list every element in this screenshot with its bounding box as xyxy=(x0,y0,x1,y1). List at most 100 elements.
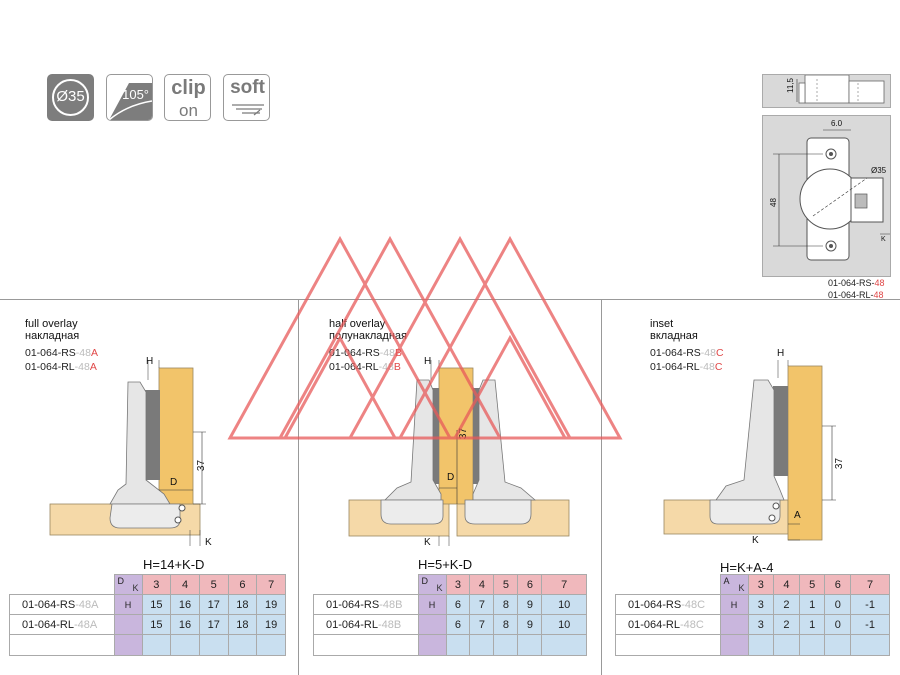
table-cell: 9 xyxy=(517,594,543,615)
table-full-overlay: D K 3 4 5 6 7 01-064-RS-48A H 15 16 17 1… xyxy=(9,574,286,656)
panel1-code-rs: 01-064-RS-48A xyxy=(25,347,98,359)
table-cell: 0 xyxy=(824,594,852,615)
k-header: 7 xyxy=(541,574,587,595)
panel3-code-rl: 01-064-RL-48C xyxy=(650,361,723,373)
soft-close-badge: soft xyxy=(223,74,270,121)
k-header: 4 xyxy=(773,574,800,595)
soft-close-icon xyxy=(232,104,264,116)
k-header: 3 xyxy=(141,574,172,595)
dim-h: H xyxy=(424,356,432,367)
table-row-label: 01-064-RS-48C xyxy=(615,594,721,615)
table-cell: -1 xyxy=(850,614,890,635)
h-label: H xyxy=(113,594,143,615)
table-cell: 7 xyxy=(469,594,495,615)
corner-cell: D K xyxy=(417,574,447,595)
dim-11-5: 11,5 xyxy=(785,78,795,93)
dim-48: 48 xyxy=(768,198,778,207)
corner-cell: D K xyxy=(113,574,143,595)
dim-d35: Ø35 xyxy=(871,166,887,175)
table-cell: 8 xyxy=(493,614,519,635)
panel2-code-rs: 01-064-RS-48B xyxy=(329,347,402,359)
table-cell: 3 xyxy=(747,614,775,635)
table-cell: 17 xyxy=(198,614,229,635)
panel-title-full-overlay: full overlay xyxy=(25,318,78,330)
clip-on-badge: clip on xyxy=(164,74,211,121)
table-half-overlay: D K 3 4 5 6 7 01-064-RS-48B H 6 7 8 9 10… xyxy=(313,574,587,656)
hinge-cup-front-view: 6.0 48 Ø35 K xyxy=(762,115,891,277)
k-header: 6 xyxy=(227,574,258,595)
dim-37: 37 xyxy=(458,427,470,440)
k-header: 7 xyxy=(256,574,286,595)
formula-full-overlay: H=14+K-D xyxy=(143,557,205,572)
table-cell: 17 xyxy=(198,594,229,615)
panel-title-inset: inset xyxy=(650,318,674,330)
corner-cell: A K xyxy=(719,574,749,595)
dim-h: H xyxy=(777,348,785,359)
spec-code-rl: 01-064-RL-48 xyxy=(828,290,884,300)
table-row-label: 01-064-RL-48B xyxy=(313,614,419,635)
dim-k: K xyxy=(424,537,431,548)
table-cell: 15 xyxy=(141,614,172,635)
k-header: 5 xyxy=(493,574,519,595)
clip-label: clip xyxy=(171,77,206,99)
section-rule xyxy=(0,299,900,300)
diameter-35-badge: Ø35 xyxy=(47,74,94,121)
k-header: 5 xyxy=(198,574,229,595)
panel-subtitle-half-overlay: полунакладная xyxy=(329,330,407,342)
table-cell: 2 xyxy=(773,594,800,615)
panel3-code-rs: 01-064-RS-48C xyxy=(650,347,724,359)
table-row-label: 01-064-RS-48A xyxy=(9,594,115,615)
formula-inset: H=K+A-4 xyxy=(720,560,774,575)
k-header: 6 xyxy=(517,574,543,595)
table-cell: 10 xyxy=(541,614,587,635)
dim-k: K xyxy=(881,236,886,243)
inset-diagram xyxy=(663,360,836,541)
table-cell: 18 xyxy=(227,594,258,615)
table-row-label: 01-064-RL-48A xyxy=(9,614,115,635)
on-label: on xyxy=(179,101,198,120)
k-header: 3 xyxy=(747,574,775,595)
dim-k: K xyxy=(205,537,212,548)
table-cell: 18 xyxy=(227,614,258,635)
panel-subtitle-inset: вкладная xyxy=(650,330,698,342)
table-cell: 3 xyxy=(747,594,775,615)
panel1-code-rl: 01-064-RL-48A xyxy=(25,361,97,373)
table-cell: 7 xyxy=(469,614,495,635)
table-cell: 1 xyxy=(798,594,826,615)
dim-a: A xyxy=(794,510,801,521)
table-cell: 19 xyxy=(256,614,286,635)
dim-6-0: 6.0 xyxy=(831,119,843,128)
k-header: 6 xyxy=(824,574,852,595)
table-cell: 16 xyxy=(170,614,200,635)
k-header: 7 xyxy=(850,574,890,595)
dim-d: D xyxy=(447,472,455,483)
table-cell: 1 xyxy=(798,614,826,635)
k-header: 3 xyxy=(445,574,471,595)
panel-subtitle-full-overlay: накладная xyxy=(25,330,80,342)
diameter-label: Ø35 xyxy=(56,88,85,105)
table-row-label: 01-064-RS-48B xyxy=(313,594,419,615)
table-row-label: 01-064-RL-48C xyxy=(615,614,721,635)
circle-icon xyxy=(52,79,89,116)
table-cell: 6 xyxy=(445,594,471,615)
formula-half-overlay: H=5+K-D xyxy=(418,557,473,572)
table-cell: 0 xyxy=(824,614,852,635)
spec-code-rs: 01-064-RS-48 xyxy=(828,278,885,288)
k-header: 4 xyxy=(170,574,200,595)
table-cell: 10 xyxy=(541,594,587,615)
panel-divider-1 xyxy=(298,299,299,675)
table-cell: 2 xyxy=(773,614,800,635)
angle-label: 105° xyxy=(122,87,149,102)
k-header: 5 xyxy=(798,574,826,595)
opening-angle-badge: 105° xyxy=(106,74,153,121)
full-overlay-diagram xyxy=(49,360,206,546)
h-label: H xyxy=(417,594,447,615)
hinge-cup-side-view: 11,5 xyxy=(762,74,891,108)
table-cell: 9 xyxy=(517,614,543,635)
table-cell: 8 xyxy=(493,594,519,615)
k-header: 4 xyxy=(469,574,495,595)
angle-icon xyxy=(108,83,152,120)
dim-37: 37 xyxy=(196,459,208,472)
dim-h: H xyxy=(146,356,154,367)
table-cell: 15 xyxy=(141,594,172,615)
